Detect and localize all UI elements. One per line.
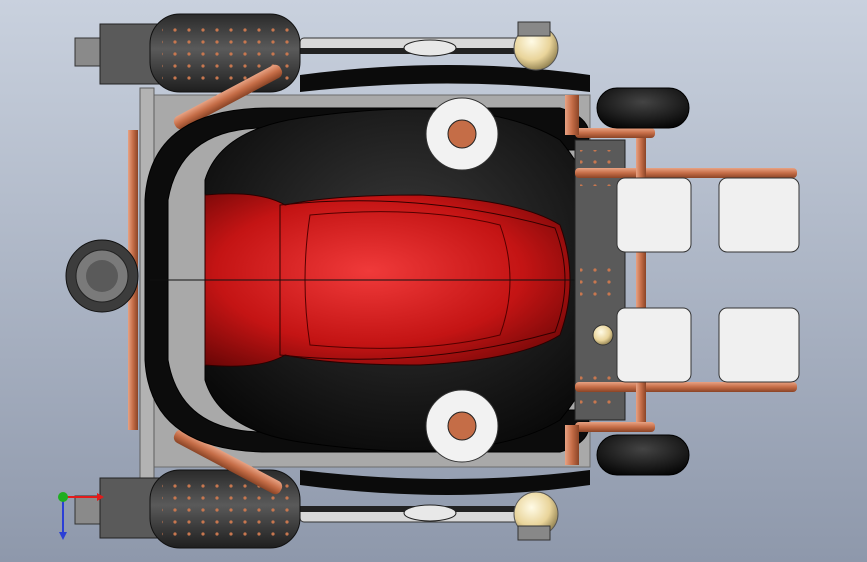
copper-tube-upper	[173, 64, 283, 130]
footrest-2	[718, 177, 800, 253]
footrest-1	[616, 177, 692, 253]
seat-inner-panel	[304, 211, 511, 349]
footrest-bar-bottom	[575, 382, 797, 392]
knob-bottom	[425, 389, 499, 463]
muffler-top	[74, 13, 301, 93]
top-rail	[300, 65, 590, 92]
footrest-3	[616, 307, 692, 383]
pulley-bottom	[403, 504, 457, 522]
side-wheel-hub	[65, 239, 139, 313]
seat-panel-line	[279, 200, 566, 360]
front-rail-upper	[575, 128, 655, 138]
copper-tube-lower	[173, 429, 283, 495]
front-vertical-rail	[636, 138, 646, 422]
pulley-top	[403, 39, 457, 57]
knob-top	[425, 97, 499, 171]
bottom-rail	[300, 470, 590, 495]
front-rail-lower	[575, 422, 655, 432]
front-tire-bottom	[596, 434, 690, 476]
footrest-4	[718, 307, 800, 383]
front-tire-top	[596, 87, 690, 129]
small-lamp	[592, 324, 614, 346]
axis-triad-icon	[58, 492, 104, 540]
footrest-bar-top	[575, 168, 797, 178]
